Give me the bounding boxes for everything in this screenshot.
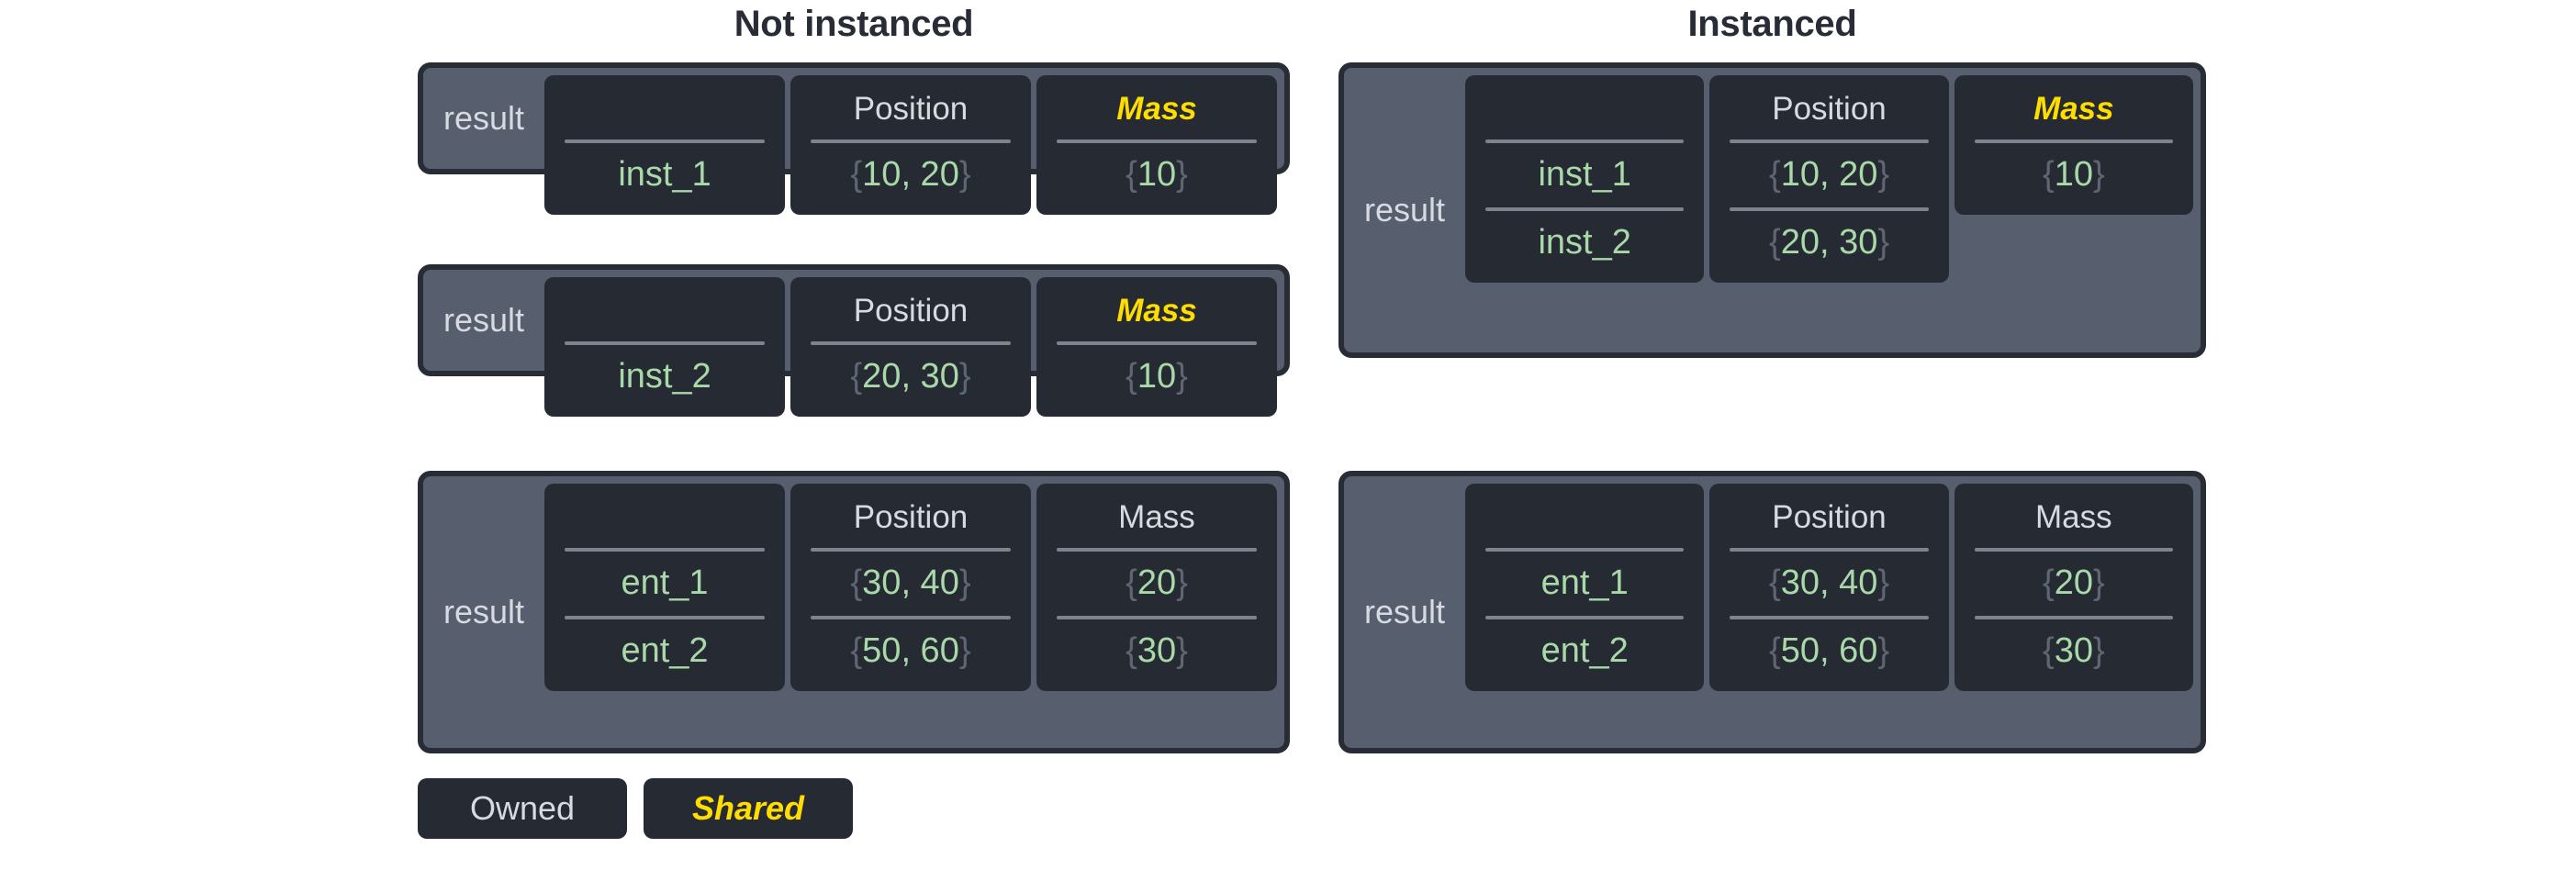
column-position: Position {10, 20} (790, 75, 1031, 215)
header-rule (565, 548, 766, 552)
header-rule (1485, 548, 1685, 552)
column-name: ent_1 ent_2 (1465, 484, 1705, 691)
header-rule (1057, 139, 1257, 143)
cell-name: inst_2 (618, 357, 711, 396)
column-group: inst_1 inst_2 Position {10, 20} {20, 30}… (1465, 75, 2194, 345)
result-box-instanced-1: result inst_1 inst_2 Position {10, 20} {… (1338, 62, 2206, 358)
header-rule (811, 548, 1011, 552)
column-group: ent_1 ent_2 Position {30, 40} {50, 60} M… (544, 484, 1277, 741)
result-label: result (1364, 191, 1446, 229)
column-name: ent_1 ent_2 (544, 484, 786, 691)
column-header-position: Position (853, 293, 969, 329)
cell-mass: {20} (2043, 563, 2105, 602)
cell-name: ent_2 (621, 631, 709, 670)
result-box-not-instanced-2: result inst_2 Position {20, 30} Mass {10… (418, 264, 1290, 417)
legend-chip-shared: Shared (644, 778, 853, 839)
result-box-instanced-2: result ent_1 ent_2 Position {30, 40} {50… (1338, 471, 2206, 753)
cell-name: ent_1 (621, 563, 709, 602)
column-mass: Mass {10} (1036, 277, 1277, 417)
cell-position: {10, 20} (850, 155, 971, 194)
cell-mass: {10} (2043, 155, 2105, 194)
header-rule (1057, 548, 1257, 552)
column-position: Position {30, 40} {50, 60} (790, 484, 1031, 691)
result-label: result (1364, 593, 1446, 630)
cell-position: {20, 30} (1768, 223, 1890, 262)
column-header-position: Position (1772, 91, 1887, 127)
column-mass: Mass {20} {30} (1954, 484, 2194, 691)
result-box-not-instanced-3: result ent_1 ent_2 Position {30, 40} {50… (418, 471, 1290, 753)
column-header-position: Position (853, 499, 969, 535)
cell-position: {50, 60} (1768, 631, 1890, 670)
column-position: Position {10, 20} {20, 30} (1709, 75, 1949, 283)
result-label: result (443, 301, 525, 339)
column-position: Position {30, 40} {50, 60} (1709, 484, 1949, 691)
column-mass-shared: Mass {10} (1954, 75, 2194, 215)
cell-position: {30, 40} (1768, 563, 1890, 602)
cell-mass: {20} (1126, 563, 1188, 602)
column-title-not-instanced: Not instanced (734, 4, 974, 44)
column-header-name (1465, 81, 1704, 138)
row-rule (1057, 616, 1257, 619)
legend: Owned Shared (418, 778, 853, 839)
cell-mass: {10} (1126, 357, 1188, 396)
column-header-mass: Mass (1116, 293, 1197, 329)
row-rule (1485, 207, 1685, 211)
result-label: result (443, 99, 525, 137)
column-header-name (544, 81, 785, 138)
cell-name: inst_2 (1538, 223, 1631, 262)
column-mass: Mass {10} (1036, 75, 1277, 215)
row-rule (1974, 616, 2174, 619)
column-header-mass: Mass (2035, 499, 2112, 535)
row-rule (565, 616, 766, 619)
column-header-position: Position (1772, 499, 1887, 535)
column-header-mass: Mass (2033, 91, 2114, 127)
header-rule (811, 341, 1011, 345)
cell-mass: {30} (2043, 631, 2105, 670)
header-rule (565, 341, 766, 345)
column-group: ent_1 ent_2 Position {30, 40} {50, 60} M… (1465, 484, 2194, 741)
cell-position: {30, 40} (850, 563, 971, 602)
header-rule (1730, 139, 1929, 143)
row-rule (1730, 616, 1929, 619)
header-rule (1485, 139, 1685, 143)
column-header-mass: Mass (1116, 91, 1197, 127)
column-header-position: Position (853, 91, 969, 127)
row-rule (1730, 207, 1929, 211)
cell-name: inst_1 (618, 155, 711, 194)
column-name: inst_1 inst_2 (1465, 75, 1705, 283)
cell-position: {50, 60} (850, 631, 971, 670)
column-title-instanced: Instanced (1687, 4, 1857, 44)
column-group: inst_1 Position {10, 20} Mass {10} (544, 75, 1277, 215)
header-rule (1057, 341, 1257, 345)
row-rule (1485, 616, 1685, 619)
column-name: inst_2 (544, 277, 786, 417)
cell-name: ent_2 (1540, 631, 1629, 670)
result-box-not-instanced-1: result inst_1 Position {10, 20} Mass {10… (418, 62, 1290, 215)
column-group: inst_2 Position {20, 30} Mass {10} (544, 277, 1277, 417)
cell-position: {20, 30} (850, 357, 971, 396)
header-rule (811, 139, 1011, 143)
column-header-name (544, 489, 785, 546)
cell-name: inst_1 (1538, 155, 1631, 194)
header-rule (1974, 548, 2174, 552)
column-name: inst_1 (544, 75, 786, 215)
header-rule (1730, 548, 1929, 552)
header-rule (565, 139, 766, 143)
cell-position: {10, 20} (1768, 155, 1890, 194)
cell-name: ent_1 (1540, 563, 1629, 602)
result-label: result (443, 593, 525, 630)
column-mass: Mass {20} {30} (1036, 484, 1277, 691)
row-rule (811, 616, 1011, 619)
legend-chip-owned: Owned (418, 778, 627, 839)
column-header-mass: Mass (1118, 499, 1195, 535)
cell-mass: {10} (1126, 155, 1188, 194)
cell-mass: {30} (1126, 631, 1188, 670)
column-header-name (544, 283, 785, 340)
column-header-name (1465, 489, 1704, 546)
column-position: Position {20, 30} (790, 277, 1031, 417)
header-rule (1974, 139, 2174, 143)
